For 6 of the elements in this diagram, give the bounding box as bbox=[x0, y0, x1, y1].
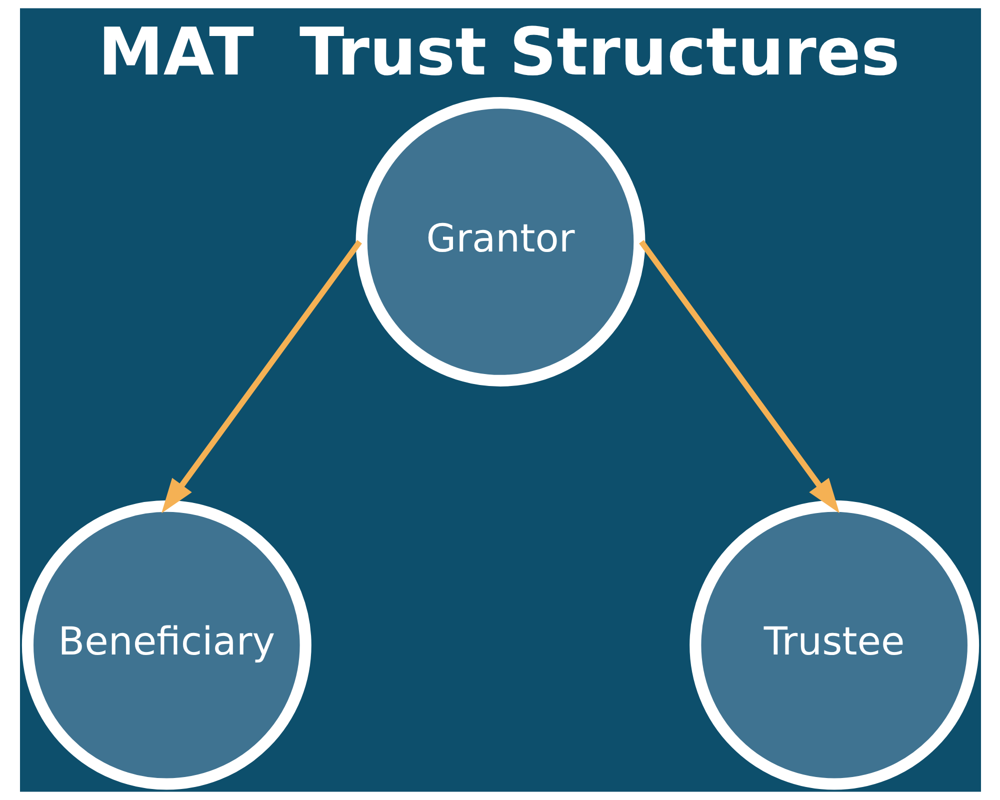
arrow bbox=[161, 240, 362, 514]
node-circle: Beneficiary bbox=[21, 500, 311, 790]
node-circle: Grantor bbox=[355, 97, 645, 386]
diagram-title: MAT Trust Structures bbox=[98, 14, 900, 90]
node-circle: Trustee bbox=[689, 500, 979, 790]
arrow bbox=[638, 240, 839, 514]
